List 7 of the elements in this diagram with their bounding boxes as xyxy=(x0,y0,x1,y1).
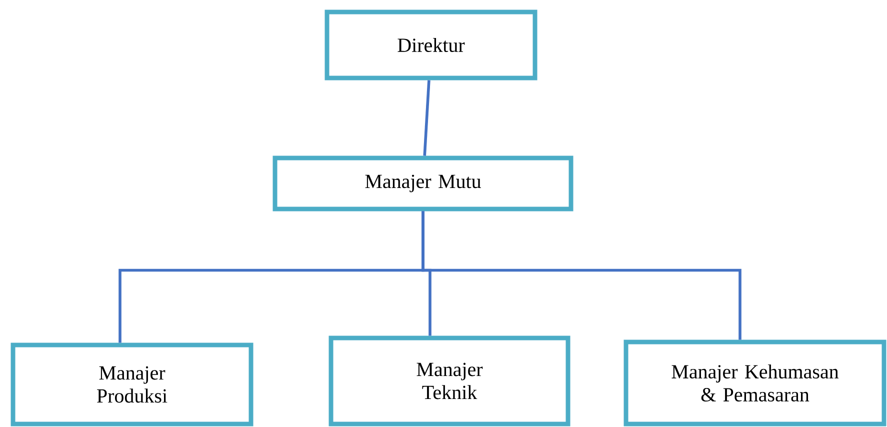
connector-line xyxy=(422,211,742,340)
org-box: Manajer Kehumasan & Pemasaran xyxy=(624,340,886,426)
connector-line xyxy=(423,80,430,156)
org-box: Manajer Produksi xyxy=(10,342,254,426)
org-box: Direktur xyxy=(324,10,538,80)
org-box: Manajer Teknik xyxy=(328,336,570,426)
org-box: Manajer Mutu xyxy=(272,156,574,212)
